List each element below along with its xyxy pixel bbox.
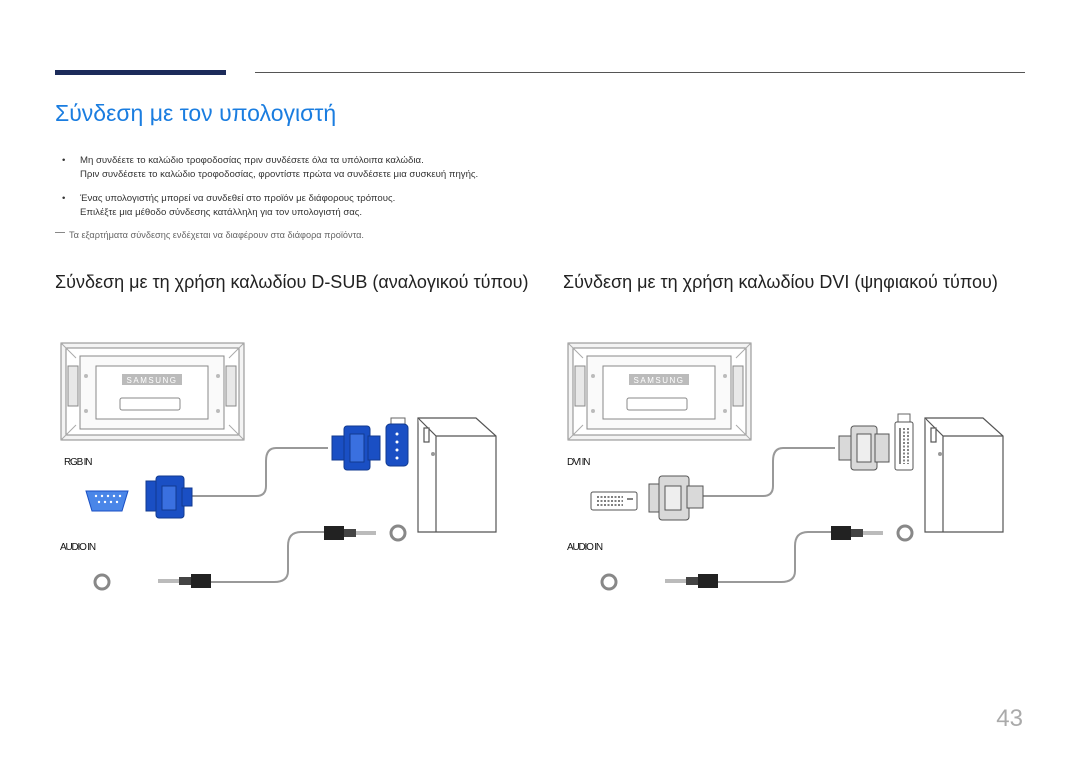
brand-text: SAMSUNG <box>634 376 685 385</box>
section-heading-dvi: Σύνδεση με τη χρήση καλωδίου DVI (ψηφιακ… <box>563 272 998 292</box>
diagram-dsub: SAMSUNG <box>56 336 516 611</box>
monitor-back-panel <box>567 342 752 441</box>
bullet-item: • Ένας υπολογιστής μπορεί να συνδεθεί στ… <box>62 192 478 220</box>
pc-tower <box>417 417 497 533</box>
audio-cable <box>211 531 324 583</box>
header-rule-thick <box>55 70 226 75</box>
bullet-list: • Μη συνδέετε το καλώδιο τροφοδοσίας πρι… <box>62 154 478 220</box>
audio-plug-pc <box>324 526 376 540</box>
rgb-in-label: RGB IN <box>64 457 92 468</box>
brand-plate <box>122 374 182 385</box>
audio-in-label: AUDIO IN <box>567 542 603 553</box>
pc-vga-port <box>385 417 409 467</box>
dvi-in-label: DVI IN <box>567 457 590 468</box>
pc-audio-jack <box>389 524 407 542</box>
note-text: Τα εξαρτήματα σύνδεσης ενδέχεται να διαφ… <box>69 230 364 240</box>
monitor-audio-jack <box>600 573 618 591</box>
audio-plug-monitor <box>158 574 211 588</box>
monitor-vga-port <box>85 490 129 512</box>
bullet-line: Μη συνδέετε το καλώδιο τροφοδοσίας πριν … <box>80 155 424 166</box>
monitor-audio-jack <box>93 573 111 591</box>
note-dash <box>55 232 65 234</box>
vga-plug-monitor <box>145 475 193 519</box>
bullet-line: Επιλέξτε μια μέθοδο σύνδεσης κατάλληλη γ… <box>80 207 363 218</box>
audio-cable <box>718 531 831 583</box>
note: Τα εξαρτήματα σύνδεσης ενδέχεται να διαφ… <box>55 230 364 240</box>
audio-in-label: AUDIO IN <box>60 542 96 553</box>
bullet-dot: • <box>62 193 66 204</box>
brand-text: SAMSUNG <box>127 376 178 385</box>
monitor-dvi-port <box>590 491 638 511</box>
dvi-plug-pc <box>838 425 890 471</box>
header-rule-thin <box>255 72 1025 73</box>
section-heading-dsub: Σύνδεση με τη χρήση καλωδίου D-SUB (αναλ… <box>55 272 529 292</box>
bullet-dot: • <box>62 155 66 166</box>
page-number: 43 <box>996 705 1023 732</box>
vga-plug-pc <box>331 425 381 471</box>
vga-cable <box>186 447 328 497</box>
monitor-back-panel <box>60 342 245 441</box>
dvi-plug-monitor <box>648 475 704 521</box>
pc-tower <box>924 417 1004 533</box>
diagram-dsub-illustration: SAMSUNG <box>60 342 497 591</box>
audio-plug-pc <box>831 526 883 540</box>
pc-dvi-port <box>894 413 914 471</box>
diagram-dvi-illustration: SAMSUNG <box>567 342 1004 591</box>
page-title: Σύνδεση με τον υπολογιστή <box>55 100 337 126</box>
diagram-dvi: SAMSUNG <box>563 336 1023 611</box>
audio-plug-monitor <box>665 574 718 588</box>
dvi-cable <box>703 447 835 497</box>
pc-audio-jack <box>896 524 914 542</box>
brand-plate <box>629 374 689 385</box>
bullet-item: • Μη συνδέετε το καλώδιο τροφοδοσίας πρι… <box>62 154 478 182</box>
bullet-line: Ένας υπολογιστής μπορεί να συνδεθεί στο … <box>80 193 396 204</box>
bullet-line: Πριν συνδέσετε το καλώδιο τροφοδοσίας, φ… <box>80 169 479 180</box>
